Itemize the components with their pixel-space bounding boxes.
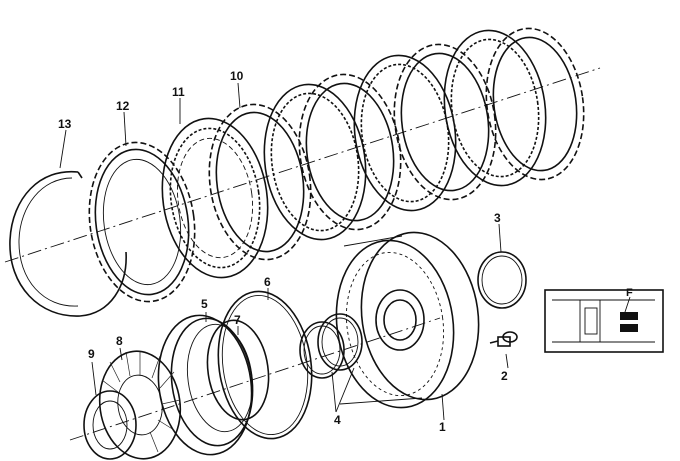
label-part-12: 12	[116, 99, 130, 113]
lower-center-axis	[69, 317, 441, 441]
part-12-toothed-plate	[88, 141, 196, 303]
part-5-piston	[157, 314, 254, 456]
label-part-10: 10	[230, 69, 244, 83]
part-1-clutch-housing	[335, 231, 480, 409]
clutch-disc-stack	[263, 27, 585, 241]
part-13-snap-ring	[9, 170, 127, 317]
part-4-seal-rings	[299, 313, 363, 379]
part-10-steel-plate	[208, 103, 312, 261]
label-part-1: 1	[439, 420, 446, 434]
label-part-2: 2	[501, 369, 508, 383]
label-part-7: 7	[234, 313, 241, 327]
part-3-o-ring	[477, 251, 527, 309]
label-part-6: 6	[264, 275, 271, 289]
detail-f-section-view	[544, 289, 664, 353]
label-part-3: 3	[494, 211, 501, 225]
label-part-13: 13	[58, 117, 72, 131]
label-part-5: 5	[201, 297, 208, 311]
part-8-disc-spring	[98, 350, 182, 460]
part-labels: 13 12 11 10 3 6 5 7 8 9 2 4 1 F	[58, 69, 633, 434]
part-6-seal-ring	[217, 290, 313, 440]
part-2-bolt	[489, 331, 518, 347]
part-7-inner-seal-ring	[206, 319, 270, 421]
label-part-4: 4	[334, 413, 341, 427]
leader-lines	[59, 82, 631, 421]
label-part-11: 11	[172, 85, 185, 99]
upper-center-axis	[4, 67, 601, 263]
part-11-friction-disc	[161, 117, 269, 279]
label-part-8: 8	[116, 334, 123, 348]
label-detail-f: F	[626, 287, 633, 299]
part-9-retaining-ring	[83, 390, 137, 460]
label-part-9: 9	[88, 347, 95, 361]
